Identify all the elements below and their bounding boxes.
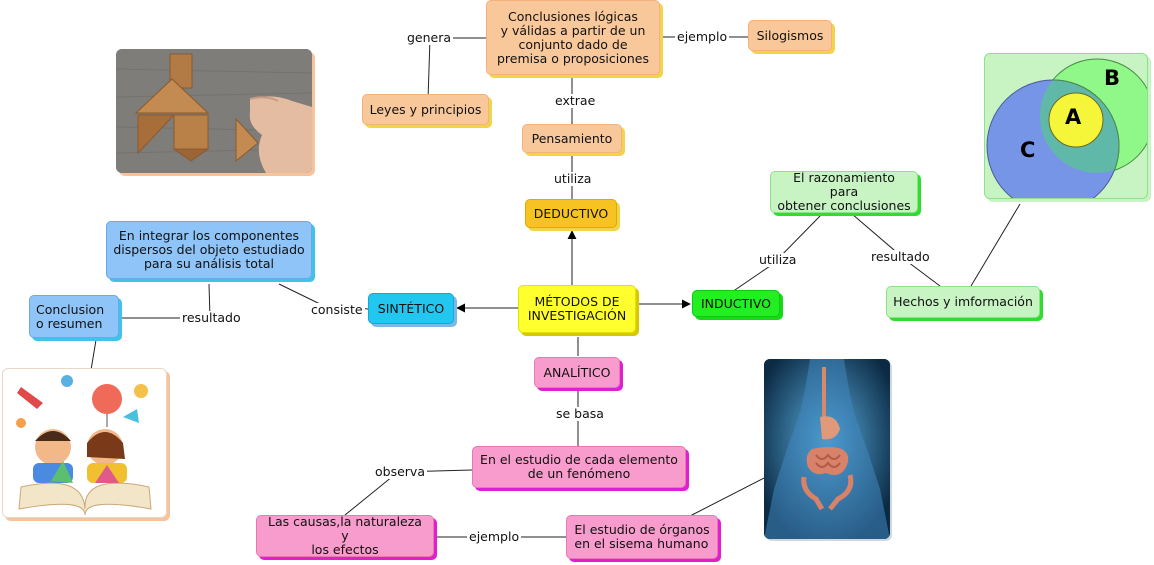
- node-conclusiones-logicas[interactable]: Conclusiones lógicas y válidas a partir …: [486, 0, 660, 75]
- venn-diagram-panel: A B C: [984, 53, 1148, 199]
- label-observa: observa: [373, 464, 427, 479]
- node-hechos-informacion[interactable]: Hechos y imformación: [886, 286, 1040, 318]
- label-resultado-sintetico: resultado: [180, 310, 243, 325]
- node-razonamiento[interactable]: El razonamiento para obtener conclusione…: [770, 171, 918, 213]
- node-estudio-elemento[interactable]: En el estudio de cada elemento de un fen…: [472, 446, 686, 488]
- venn-label-c: C: [1020, 138, 1036, 162]
- line-conclusion-photo: [90, 339, 97, 371]
- label-consiste: consiste: [309, 302, 365, 317]
- tangram-illustration: [116, 49, 312, 173]
- node-estudio-organos[interactable]: El estudio de órganos en el sisema human…: [566, 515, 718, 559]
- label-genera: genera: [405, 30, 454, 45]
- label-utiliza-deductivo: utiliza: [552, 171, 594, 186]
- line-organos-photo: [689, 477, 765, 517]
- label-extrae: extrae: [553, 93, 598, 108]
- label-utiliza-inductivo: utiliza: [757, 252, 799, 267]
- node-analitico[interactable]: ANALÍTICO: [534, 357, 620, 388]
- node-leyes-principios[interactable]: Leyes y principios: [362, 94, 489, 125]
- node-inductivo[interactable]: INDUCTIVO: [692, 290, 780, 317]
- kids-reading-illustration: [2, 368, 167, 518]
- node-pensamiento[interactable]: Pensamiento: [522, 124, 622, 153]
- line-venn-hechos: [970, 203, 1021, 287]
- label-ejemplo-bottom: ejemplo: [467, 529, 522, 544]
- node-causas-naturaleza[interactable]: Las causas,la naturaleza y los efectos: [256, 515, 434, 557]
- venn-label-a: A: [1065, 105, 1082, 129]
- venn-diagram: [986, 58, 1147, 198]
- node-silogismos[interactable]: Silogismos: [748, 20, 832, 51]
- kids-reading-art: [16, 375, 152, 516]
- human-anatomy-photo: [764, 359, 890, 539]
- node-deductivo[interactable]: DEDUCTIVO: [525, 199, 617, 228]
- label-resultado-inductivo: resultado: [869, 249, 932, 264]
- node-integrar-componentes[interactable]: En integrar los componentes dispersos de…: [106, 221, 312, 279]
- digestive-system-illustration: [764, 359, 890, 539]
- label-ejemplo-top: ejemplo: [675, 29, 730, 44]
- node-conclusion-resumen[interactable]: Conclusion o resumen: [29, 295, 119, 338]
- tangram-photo: [116, 49, 312, 173]
- venn-label-b: B: [1104, 66, 1121, 90]
- label-se-basa: se basa: [554, 406, 606, 421]
- node-sintetico[interactable]: SINTÉTICO: [368, 293, 454, 324]
- node-metodos-investigacion[interactable]: MÉTODOS DE INVESTIGACIÓN: [518, 285, 636, 333]
